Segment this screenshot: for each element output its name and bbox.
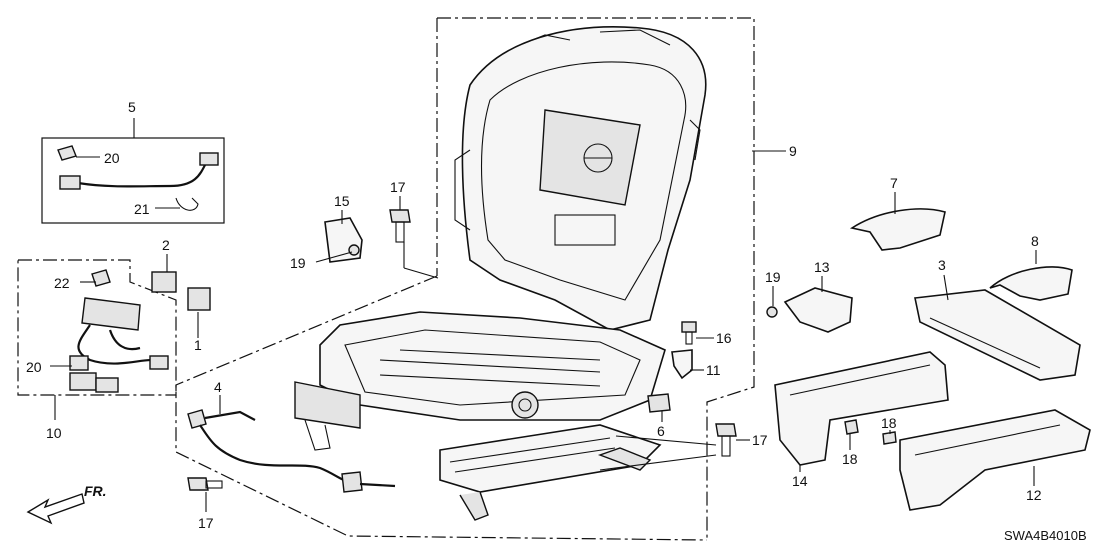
frame-wire-kit-box [41,137,225,224]
cover-7 [849,208,946,251]
label-20b: 20 [26,359,42,375]
bolt-17-right [715,423,737,457]
bracket-15 [324,217,363,263]
wire-kit-5 [57,145,219,211]
seat-cushion-frame [294,311,666,451]
label-4: 4 [214,379,222,395]
harness-4 [187,409,396,493]
side-cover-12 [899,409,1091,511]
bracket-11 [671,349,693,380]
label-18b: 18 [881,415,897,431]
bolt-17-bottom [187,477,223,491]
label-22: 22 [54,275,70,291]
label-17a: 17 [390,179,406,195]
trim-3 [914,289,1081,381]
side-cover-14 [774,351,949,466]
label-21: 21 [134,201,150,217]
label-14: 14 [792,473,808,489]
leader-lines [50,118,1037,512]
direction-label: FR. [84,483,107,499]
bolt-16 [681,321,697,345]
frame-seat-assembly [175,17,755,541]
label-18a: 18 [842,451,858,467]
label-20: 20 [104,150,120,166]
cover-8 [989,266,1073,301]
front-direction-arrow [26,493,85,525]
label-9: 9 [789,143,797,159]
clip-18-left [844,419,859,435]
label-13: 13 [814,259,830,275]
relay-2 [151,271,211,311]
label-19a: 19 [290,255,306,271]
label-19b: 19 [765,269,781,285]
part-labels: 5 20 21 2 22 1 20 10 4 17 15 19 9 7 8 3 … [26,99,1042,531]
label-11: 11 [706,362,721,378]
seat-rails [439,424,662,521]
clip-6 [647,393,671,413]
label-10: 10 [46,425,62,441]
bracket-13 [766,287,853,333]
label-15: 15 [334,193,350,209]
label-7: 7 [890,175,898,191]
label-12: 12 [1026,487,1042,503]
label-2: 2 [162,237,170,253]
reference-code: SWA4B4010B [1004,528,1087,543]
seat-back-frame [454,26,707,331]
harness-10 [69,269,169,393]
label-16: 16 [716,330,732,346]
label-8: 8 [1031,233,1039,249]
bolt-17-top [389,209,411,243]
label-17b: 17 [752,432,768,448]
label-5: 5 [128,99,136,115]
clip-18-right [882,431,897,445]
label-17c: 17 [198,515,214,531]
label-6: 6 [657,423,665,439]
frame-harness-group [17,259,177,396]
label-3: 3 [938,257,946,273]
label-1: 1 [194,337,202,353]
